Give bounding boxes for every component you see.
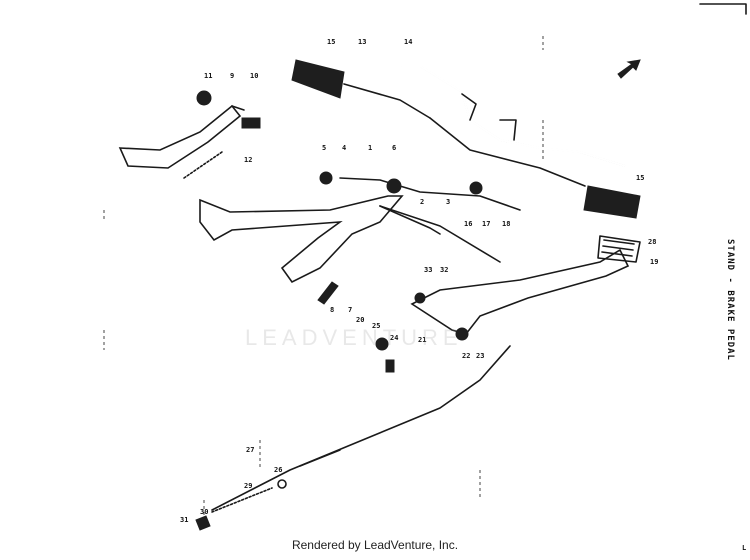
- left-grip: [291, 59, 586, 187]
- callout-number: 33: [424, 266, 432, 274]
- callout-number: 26: [274, 466, 282, 474]
- callout-number: 12: [244, 156, 252, 164]
- callout-number: 1: [368, 144, 372, 152]
- side-stand: [118, 90, 261, 179]
- callout-number: 6: [392, 144, 396, 152]
- callout-number: 21: [418, 336, 426, 344]
- footer-credit: Rendered by LeadVenture, Inc.: [291, 538, 459, 552]
- callout-labels: 15 13 14 11 9 10 12 5 4 1 6 2 3 16 17 18…: [180, 38, 746, 552]
- callout-number: 4: [342, 144, 346, 152]
- side-label-text: STAND - BRAKE PEDAL: [725, 239, 735, 361]
- callout-number: 8: [330, 306, 334, 314]
- callout-number: 16: [464, 220, 472, 228]
- callout-number: 3: [446, 198, 450, 206]
- callout-number: 19: [650, 258, 658, 266]
- callout-number: 27: [246, 446, 254, 454]
- callout-number: 30: [200, 508, 208, 516]
- callout-number: 25: [372, 322, 380, 330]
- brake-rod: [195, 345, 511, 531]
- callout-number: 28: [648, 238, 656, 246]
- callout-number: 14: [404, 38, 412, 46]
- callout-number: 11: [204, 72, 212, 80]
- callout-number: 23: [476, 352, 484, 360]
- callout-number: 24: [390, 334, 398, 342]
- handlebar: [400, 64, 627, 168]
- callout-number: 2: [420, 198, 424, 206]
- callout-number: 29: [244, 482, 252, 490]
- side-label: STAND - BRAKE PEDAL: [718, 239, 736, 370]
- callout-number: 20: [356, 316, 364, 324]
- corner-mark: L: [742, 544, 746, 552]
- brake-pedal: [375, 235, 641, 373]
- callout-number: 18: [502, 220, 510, 228]
- callout-number: 31: [180, 516, 188, 524]
- main-stand: [199, 171, 521, 305]
- callout-number: 9: [230, 72, 234, 80]
- callout-number: 10: [250, 72, 258, 80]
- callout-number: 22: [462, 352, 470, 360]
- callout-number: 13: [358, 38, 366, 46]
- callout-number: 17: [482, 220, 490, 228]
- callout-number: 7: [348, 306, 352, 314]
- callout-number: 15: [636, 174, 644, 182]
- right-grip: [583, 185, 641, 219]
- callout-number: 15: [327, 38, 335, 46]
- callout-number: 32: [440, 266, 448, 274]
- front-arrow-icon: [617, 59, 641, 79]
- callout-number: 5: [322, 144, 326, 152]
- watermark: LEADVENTURE: [245, 325, 463, 350]
- crop-corner-top: [699, 3, 747, 15]
